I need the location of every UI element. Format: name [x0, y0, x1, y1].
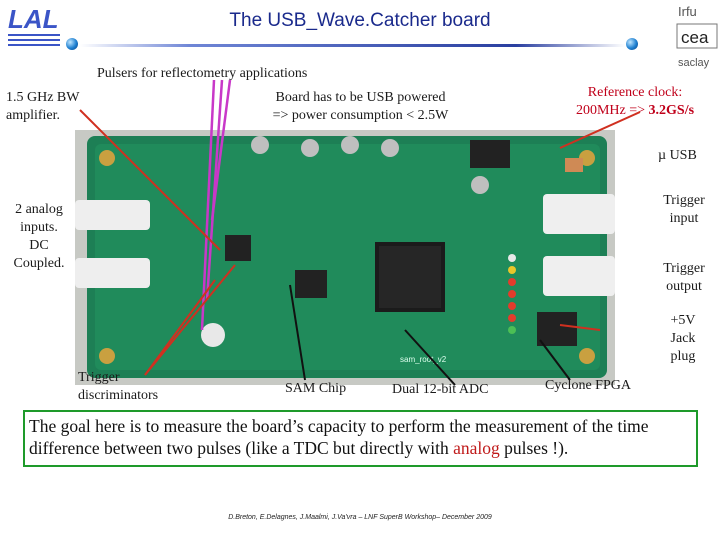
- irfu-logo-text: Irfu: [678, 4, 697, 19]
- trigger-output-line1: Trigger: [663, 261, 705, 276]
- analog-inputs-line3: DC: [29, 238, 49, 253]
- amplifier-arrow: [79, 109, 221, 251]
- lal-logo-text: LAL: [8, 4, 59, 34]
- trigger-input-line1: Trigger: [663, 193, 705, 208]
- jack-plug-line3: plug: [670, 349, 696, 364]
- footer-credit: D.Breton, E.Delagnes, J.Maalmi, J.Va'vra…: [228, 514, 492, 521]
- title-left-dot: [66, 38, 78, 50]
- trigger-output-line2: output: [666, 279, 702, 294]
- ref-clock-line2-prefix: 200MHz =>: [575, 103, 649, 118]
- usb-power-line1: Board has to be USB powered: [275, 90, 446, 105]
- trigger-input-label: Trigger input: [655, 192, 713, 228]
- trigger-output-label: Trigger output: [655, 260, 713, 296]
- goal-highlight: analog: [453, 438, 500, 458]
- usb-power-line2: => power consumption < 2.5W: [272, 108, 449, 123]
- adc-arrow: [404, 329, 456, 386]
- title-right-dot: [626, 38, 638, 50]
- amplifier-label-line2: amplifier.: [6, 108, 61, 123]
- cea-logo-text: cea: [681, 28, 709, 47]
- jack-plug-line1: +5V: [670, 313, 696, 328]
- slide-title: The USB_Wave.Catcher board: [229, 10, 491, 31]
- jack-plug-line2: Jack: [670, 331, 696, 346]
- irfu-cea-logo: Irfu cea saclay: [675, 2, 720, 77]
- board-marking: sam_root_v2: [400, 355, 447, 364]
- pulser-arrow-2: [205, 79, 224, 301]
- analog-inputs-line1: 2 analog: [15, 202, 63, 217]
- clock-arrow: [559, 111, 641, 149]
- goal-text-1: The goal here is to measure the board’s …: [29, 416, 649, 458]
- sam-chip-label: SAM Chip: [285, 381, 347, 396]
- trigger-disc-arrow-2: [144, 264, 236, 376]
- title-underline: [80, 44, 625, 47]
- micro-usb-label: µ USB: [658, 148, 697, 163]
- amplifier-label-line1: 1.5 GHz BW: [6, 90, 80, 105]
- reference-clock-label: Reference clock: 200MHz => 3.2GS/s: [560, 84, 710, 120]
- fpga-arrow: [539, 339, 571, 381]
- usb-power-label: Board has to be USB powered => power con…: [258, 89, 463, 125]
- goal-text-2: pulses !).: [499, 438, 569, 458]
- analog-inputs-line2: inputs.: [20, 220, 58, 235]
- lal-logo: LAL: [6, 4, 68, 55]
- trigger-disc-line1: Trigger: [78, 370, 120, 385]
- amplifier-label: 1.5 GHz BW amplifier.: [6, 89, 80, 125]
- trigger-discriminators-label: Trigger discriminators: [78, 369, 158, 405]
- saclay-logo-text: saclay: [678, 57, 710, 69]
- jack-arrow: [559, 324, 601, 331]
- fpga-label: Cyclone FPGA: [545, 378, 631, 393]
- pulser-arrow-3: [210, 79, 232, 221]
- board-photo: sam_root_v2: [75, 130, 615, 385]
- trigger-input-line2: input: [669, 211, 699, 226]
- ref-clock-value: 3.2GS/s: [648, 103, 695, 118]
- trigger-disc-line2: discriminators: [78, 388, 159, 403]
- analog-inputs-line4: Coupled.: [13, 256, 65, 271]
- analog-inputs-label: 2 analog inputs. DC Coupled.: [5, 201, 73, 273]
- goal-statement: The goal here is to measure the board’s …: [23, 410, 698, 467]
- adc-label: Dual 12-bit ADC: [392, 382, 489, 397]
- sam-chip-arrow: [289, 284, 306, 381]
- jack-plug-label: +5V Jack plug: [660, 312, 706, 366]
- ref-clock-line1: Reference clock:: [587, 85, 683, 100]
- pulsers-label: Pulsers for reflectometry applications: [97, 66, 308, 81]
- pulser-arrow-1: [200, 79, 216, 331]
